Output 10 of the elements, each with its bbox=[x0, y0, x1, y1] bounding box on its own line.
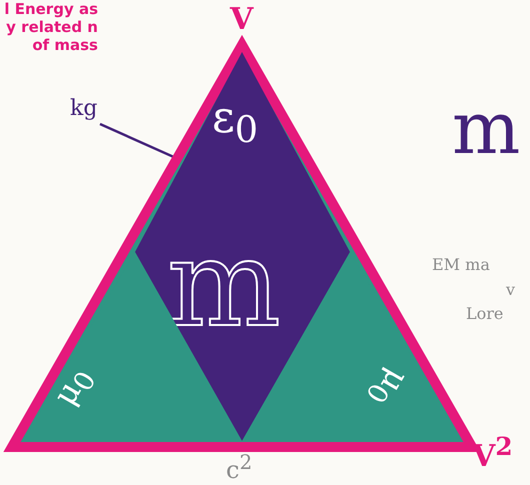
unit-label: kg bbox=[70, 96, 98, 121]
vertex-label: V bbox=[230, 2, 254, 37]
vertex-label: c$^{2}$ bbox=[226, 450, 252, 484]
caption-text: v bbox=[506, 280, 516, 299]
caption-text: EM ma bbox=[432, 255, 490, 274]
symbol-label: m bbox=[167, 225, 281, 345]
caption-text: Lore bbox=[466, 304, 504, 323]
symbol-label: m bbox=[452, 92, 520, 164]
note-text: l Energy as y related n of mass bbox=[3, 0, 98, 54]
symbol-label: ε$_{0}$ bbox=[212, 92, 258, 151]
